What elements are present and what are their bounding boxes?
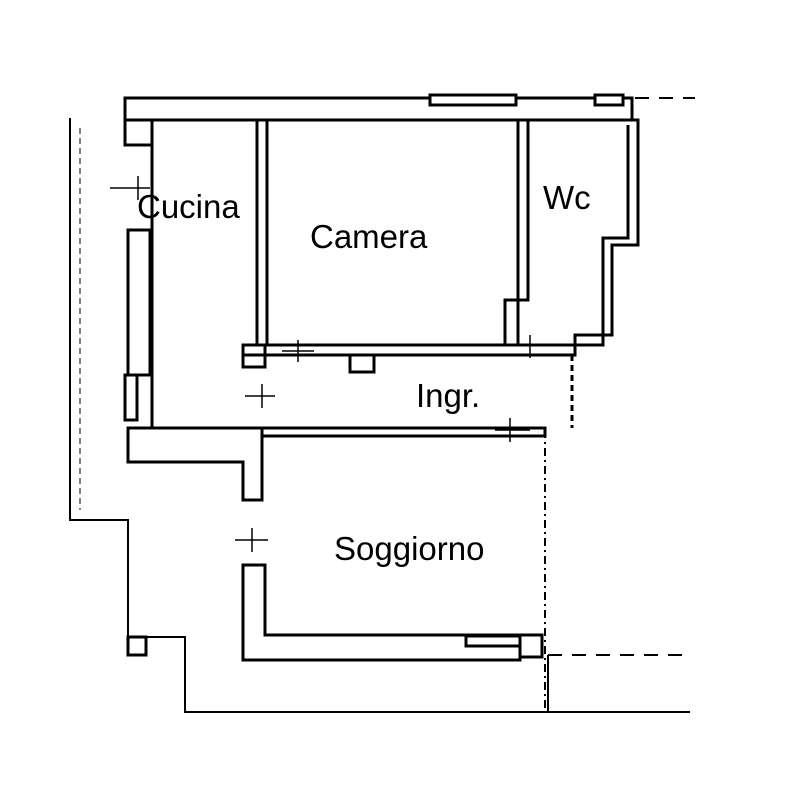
door-marker-camera (282, 340, 314, 362)
wall-corridor-south (260, 426, 547, 438)
pillar-soggiorno (518, 633, 544, 659)
room-label-cucina: Cucina (137, 188, 240, 225)
wall-cucina-camera (255, 118, 269, 347)
room-label-soggiorno: Soggiorno (334, 530, 485, 567)
wall-north (123, 96, 634, 122)
door-marker-wc (512, 335, 545, 358)
niche-corridor (348, 353, 376, 374)
wall-camera-wc (503, 118, 530, 347)
door-cucina-balcony (123, 373, 139, 422)
wall-west-cucina (125, 118, 264, 502)
window-soggiorno (464, 634, 522, 648)
wall-west-top (123, 120, 152, 147)
door-marker-ingresso-west (245, 384, 275, 408)
room-label-wc: Wc (543, 179, 591, 216)
wall-corridor-north (241, 343, 577, 357)
window-camera (428, 93, 518, 107)
door-marker-soggiorno-west (235, 528, 268, 552)
room-label-camera: Camera (310, 218, 428, 255)
window-cucina (126, 228, 152, 377)
pillar-terrace (126, 635, 148, 657)
room-label-ingresso: Ingr. (416, 377, 481, 414)
window-wc (593, 93, 625, 107)
door-marker-soggiorno (495, 418, 530, 442)
pillar-ingresso (241, 343, 267, 369)
door-marker-cucina (110, 176, 150, 200)
wall-wc-east (573, 118, 640, 347)
